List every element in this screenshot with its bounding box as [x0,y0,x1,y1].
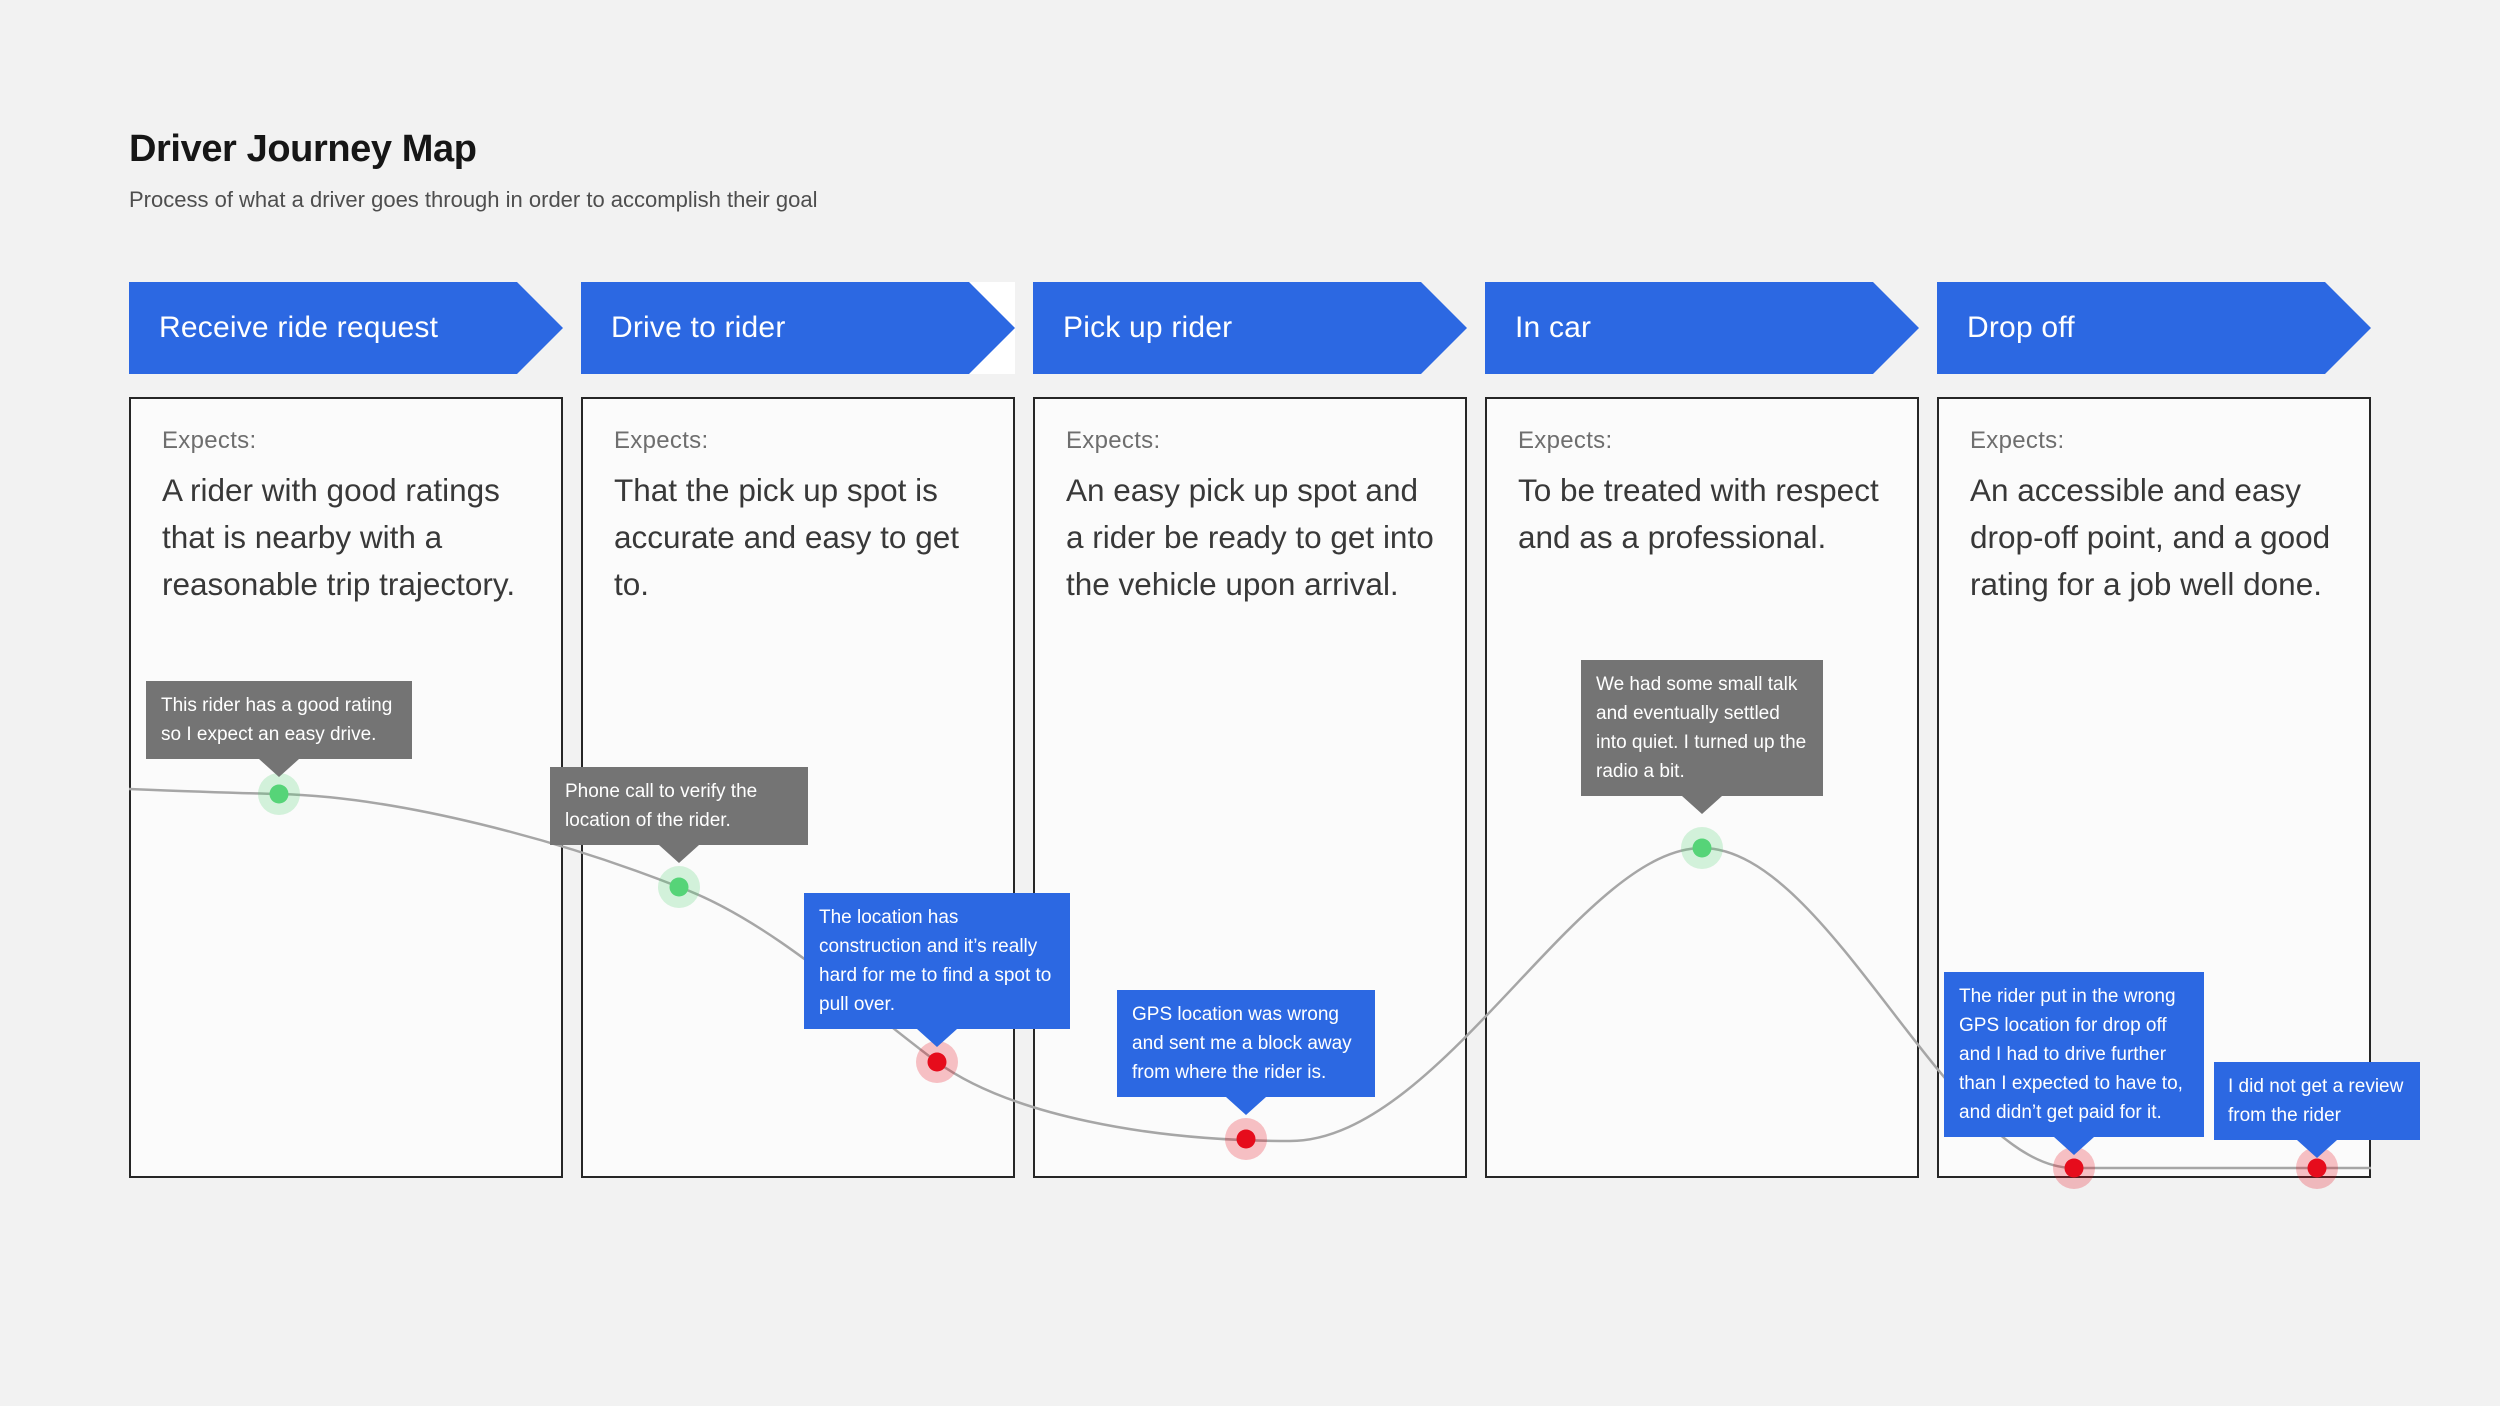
expects-label: Expects: [1518,427,1613,454]
annotation-text: Phone call to verify the location of the… [565,781,758,831]
annotation-tooltip-negative: I did not get a review from the rider [2214,1062,2420,1158]
annotation-tooltip-positive: We had some small talk and eventually se… [1581,660,1823,814]
expectation-text: An easy pick up spot and a rider be read… [1066,472,1434,602]
annotation-text: The rider put in the wrong GPS location … [1959,986,2183,1123]
expects-label: Expects: [614,427,709,454]
page-title: Driver Journey Map [129,128,477,170]
stage-arrow-wrap: Pick up rider [1033,282,1467,374]
annotation-text: I did not get a review from the rider [2228,1076,2404,1126]
stage-label: In car [1515,311,1592,344]
annotation-tooltip-negative: GPS location was wrong and sent me a blo… [1117,990,1375,1115]
stage-label: Drop off [1967,311,2075,344]
page-header: Driver Journey Map Process of what a dri… [129,128,817,213]
stage-header-arrow: In car [1485,282,1919,374]
stage-arrow-wrap: In car [1485,282,1919,374]
annotation-text: The location has construction and it’s r… [819,907,1052,1015]
stage-arrow-wrap: Drive to rider [581,282,1015,374]
expects-label: Expects: [1066,427,1161,454]
stage-label: Pick up rider [1063,311,1233,344]
annotation-text: We had some small talk and eventually se… [1596,674,1807,782]
stage-header-arrow: Receive ride request [129,282,563,374]
annotation-tooltip-negative: The location has construction and it’s r… [804,893,1070,1047]
annotation-tooltip-positive: Phone call to verify the location of the… [550,767,808,863]
expectation-text: A rider with good ratings that is nearby… [162,472,516,602]
stage-arrow-wrap: Receive ride request [129,282,563,374]
annotation-text: This rider has a good rating so I expect… [161,695,393,745]
expectation-card: Expects: A rider with good ratings that … [129,397,563,1178]
expectation-text: That the pick up spot is accurate and ea… [614,472,959,602]
stage-header-arrow: Drop off [1937,282,2371,374]
annotation-tooltip-negative: The rider put in the wrong GPS location … [1944,972,2204,1155]
annotation-text: GPS location was wrong and sent me a blo… [1132,1004,1352,1083]
stage-arrow-wrap: Drop off [1937,282,2371,374]
stage-label: Receive ride request [159,311,439,344]
stage-label: Drive to rider [611,311,786,344]
expects-label: Expects: [162,427,257,454]
expects-label: Expects: [1970,427,2065,454]
stage-header-arrow: Drive to rider [581,282,1015,374]
expectation-text: An accessible and easy drop-off point, a… [1970,472,2331,602]
page-subtitle: Process of what a driver goes through in… [129,187,818,212]
stage-header-arrow: Pick up rider [1033,282,1467,374]
annotation-tooltip-positive: This rider has a good rating so I expect… [146,681,412,777]
expectation-text: To be treated with respect and as a prof… [1518,472,1879,555]
